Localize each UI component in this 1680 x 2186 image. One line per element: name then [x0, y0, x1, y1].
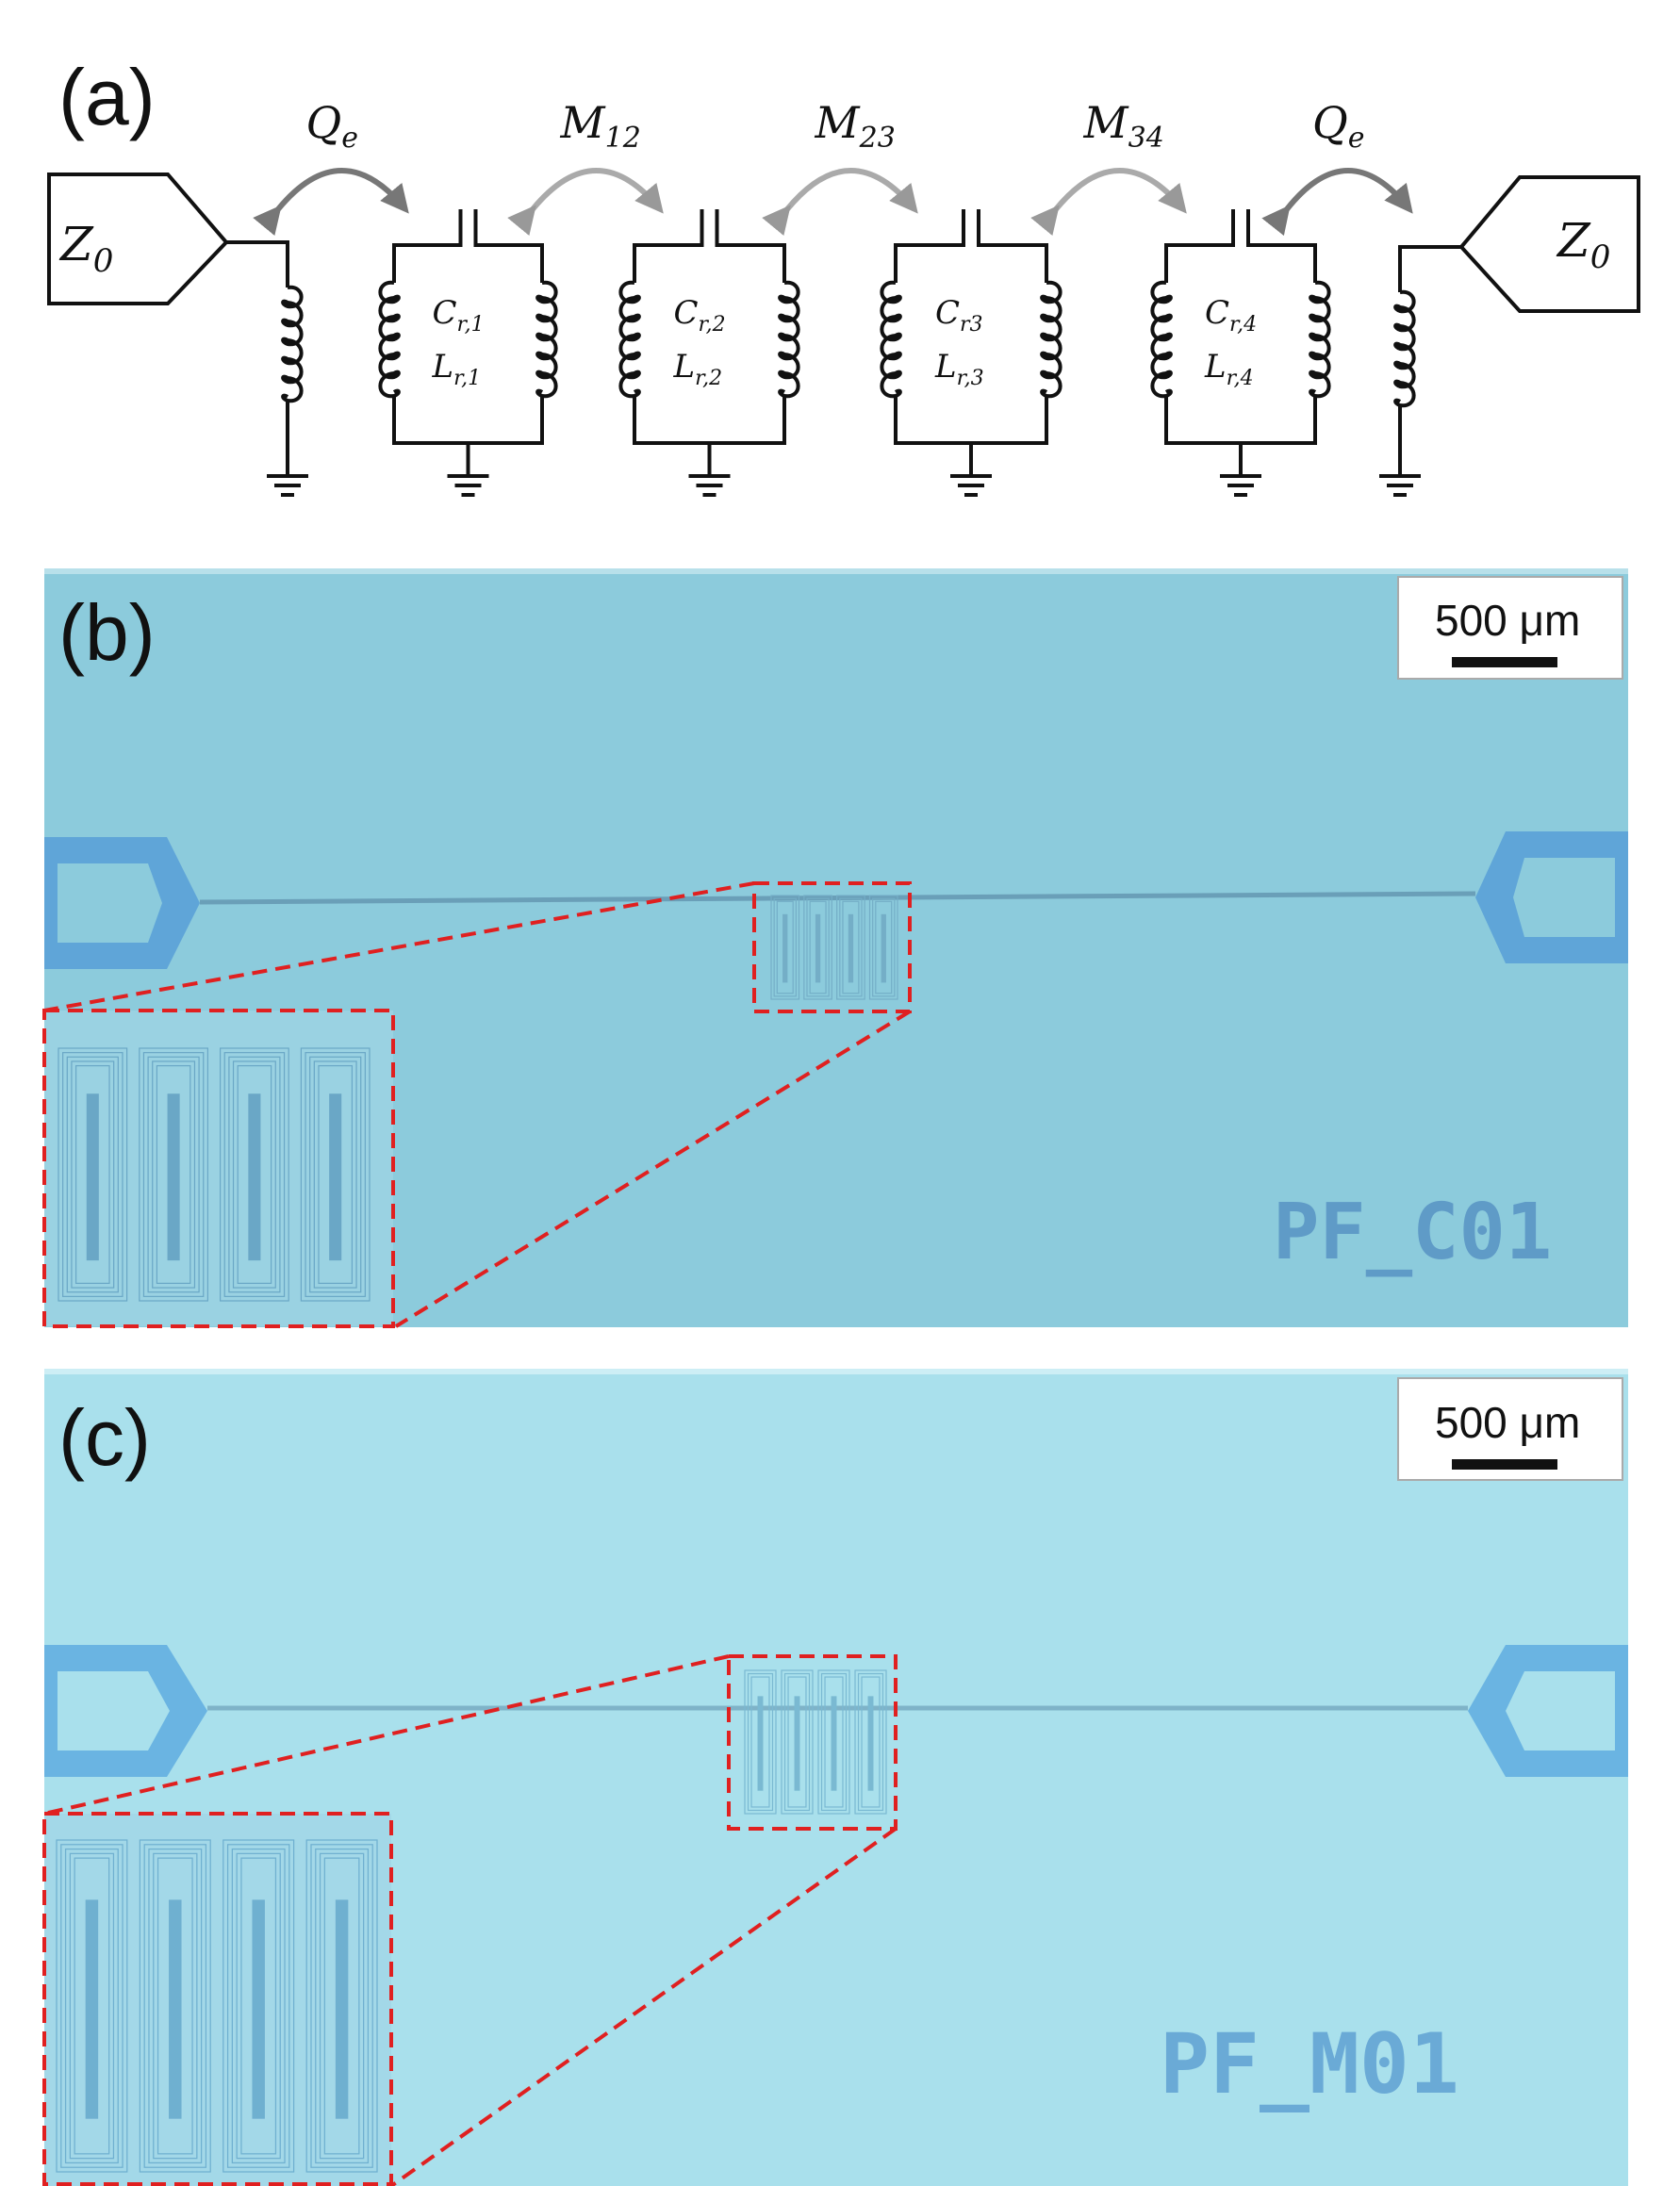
inductance-label: Lr,3 — [934, 348, 984, 390]
inset-b — [42, 1009, 395, 1328]
port-left: Z0 — [47, 173, 229, 305]
scalebar-b-label: 500 μm — [1435, 596, 1580, 645]
filter-cell — [854, 1669, 887, 1815]
zoom-box-c — [727, 1654, 898, 1831]
filter-cell — [300, 1047, 371, 1302]
coupling-label: Qe — [1312, 97, 1364, 155]
filter-cell — [56, 1839, 128, 2173]
scalebar-b: 500 μm — [1397, 576, 1623, 680]
coupling-4: M34 — [1030, 97, 1187, 237]
inset-c-filter — [56, 1839, 378, 2173]
ground-right — [1379, 474, 1421, 497]
filter-cell — [817, 1669, 850, 1815]
filter-c — [744, 1669, 887, 1815]
zoom-line-c-bottom — [389, 1827, 898, 2186]
zoom-box-b — [752, 881, 912, 1013]
filter-cell — [222, 1839, 295, 2173]
inset-c — [42, 1812, 393, 2186]
coupling-3: M23 — [762, 97, 918, 237]
capacitance-label: Cr,2 — [674, 294, 726, 337]
coupling-5: Qe — [1261, 97, 1413, 237]
filter-cell — [744, 1669, 777, 1815]
coupling-arrow — [762, 168, 918, 237]
filter-cell — [868, 895, 898, 1000]
filter-b — [770, 895, 898, 1000]
inductance-label: Lr,4 — [1204, 348, 1254, 390]
resonator-1: Cr,1Lr,1 — [378, 209, 558, 497]
ground-left — [267, 474, 308, 497]
capacitance-label: Cr3 — [935, 294, 983, 337]
filter-cell — [139, 1839, 211, 2173]
pad-right-b — [1475, 831, 1628, 963]
feed-left — [226, 240, 308, 497]
coupling-label: Qe — [306, 97, 358, 155]
filter-cell — [305, 1839, 378, 2173]
pad-left-b — [44, 837, 200, 969]
resonator-4: Cr,4Lr,4 — [1150, 209, 1331, 497]
coupling-arrow — [507, 168, 664, 237]
scalebar-c: 500 μm — [1397, 1377, 1623, 1481]
resonator-2: Cr,2Lr,2 — [618, 209, 800, 497]
pad-right-c — [1468, 1645, 1628, 1777]
coupling-group: Qe M12 M23 M34 Qe — [253, 97, 1413, 237]
coupling-label: M34 — [1083, 97, 1164, 155]
capacitance-label: Cr,4 — [1205, 294, 1257, 337]
coupling-label: M23 — [815, 97, 896, 155]
inductor-left — [281, 285, 304, 403]
filter-cell — [836, 895, 865, 1000]
filter-cell — [770, 895, 800, 1000]
inductance-label: Lr,1 — [432, 348, 482, 390]
scalebar-c-label: 500 μm — [1435, 1398, 1580, 1447]
port-right-label: Z0 — [1556, 213, 1610, 276]
coupling-arrow — [1030, 168, 1187, 237]
capacitance-label: Cr,1 — [433, 294, 485, 337]
inductor-right — [1393, 289, 1416, 408]
panel-c: (c) 500 μm PF_M01 — [42, 1369, 1628, 2186]
panel-label-c: (c) — [58, 1393, 151, 1482]
panel-label-a: (a) — [58, 53, 156, 141]
filter-cell — [58, 1047, 128, 1302]
zoom-line-b-bottom — [394, 1010, 912, 1328]
coupling-1: Qe — [253, 97, 409, 237]
filter-cell — [139, 1047, 209, 1302]
port-right: Z0 — [1458, 175, 1640, 313]
chip-label-b: PF_C01 — [1273, 1188, 1552, 1277]
filter-cell — [781, 1669, 814, 1815]
feed-right — [1379, 245, 1461, 497]
panel-b: (b) 500 μm PF_C01 — [42, 568, 1628, 1328]
coupling-label: M12 — [560, 97, 641, 155]
pad-left-c — [44, 1645, 207, 1777]
zoom-line-b-top — [43, 881, 755, 1012]
filter-cell — [219, 1047, 289, 1302]
feedline-b — [199, 891, 1476, 905]
coupling-2: M12 — [507, 97, 664, 237]
port-left-label: Z0 — [58, 217, 113, 280]
filter-cell — [803, 895, 832, 1000]
panel-label-b: (b) — [58, 588, 156, 677]
inductance-label: Lr,2 — [673, 348, 723, 390]
coupling-arrow — [253, 168, 409, 237]
chip-label-c: PF_M01 — [1160, 2015, 1459, 2112]
micrograph-b-edge — [44, 568, 1628, 574]
coupling-arrow — [1261, 168, 1413, 237]
inset-b-filter — [58, 1047, 371, 1302]
micrograph-c-edge — [44, 1369, 1628, 1374]
